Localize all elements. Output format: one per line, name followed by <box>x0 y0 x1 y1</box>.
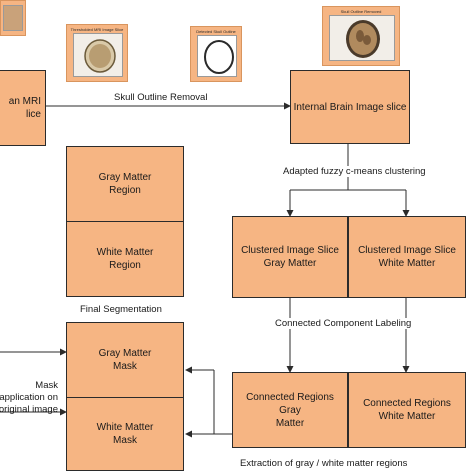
thumbnail-title: Thresholded MRI Image Slice <box>70 27 124 32</box>
thumbnail-skull: Detected Skull Outline <box>190 26 242 82</box>
box-white-matter-mask: White Matter Mask <box>66 397 184 471</box>
label-mask-application: Mask application on original image <box>0 380 58 415</box>
thumbnail-thresholded: Thresholded MRI Image Slice <box>66 24 128 82</box>
thumbnail-original <box>0 0 26 36</box>
label-extraction: Extraction of gray / white matter region… <box>240 458 408 469</box>
skull-outline-image <box>197 35 237 77</box>
label-skull-removal: Skull Outline Removal <box>114 92 208 103</box>
thresholded-image <box>73 33 123 77</box>
box-white-matter-region: White Matter Region <box>66 221 184 297</box>
box-gray-matter-mask: Gray Matter Mask <box>66 322 184 398</box>
box-connected-white: Connected Regions White Matter <box>348 372 466 448</box>
thumbnail-title: Detected Skull Outline <box>196 29 236 34</box>
thumbnail-title: Skull Outline Removed <box>340 9 382 14</box>
box-mri-slice: an MRI lice <box>0 70 46 146</box>
brain-slice-image <box>3 5 23 31</box>
box-connected-gray: Connected Regions Gray Matter <box>232 372 348 448</box>
box-internal-brain-slice: Internal Brain Image slice <box>290 70 410 144</box>
label-final-segmentation: Final Segmentation <box>80 304 162 315</box>
label-ccl: Connected Component Labeling <box>274 318 413 329</box>
box-gray-matter-region: Gray Matter Region <box>66 146 184 222</box>
box-clustered-gray: Clustered Image Slice Gray Matter <box>232 216 348 298</box>
skull-removed-image <box>329 15 395 61</box>
box-clustered-white: Clustered Image Slice White Matter <box>348 216 466 298</box>
label-fuzzy-clustering: Adapted fuzzy c-means clustering <box>282 166 427 177</box>
thumbnail-removed: Skull Outline Removed <box>322 6 400 66</box>
